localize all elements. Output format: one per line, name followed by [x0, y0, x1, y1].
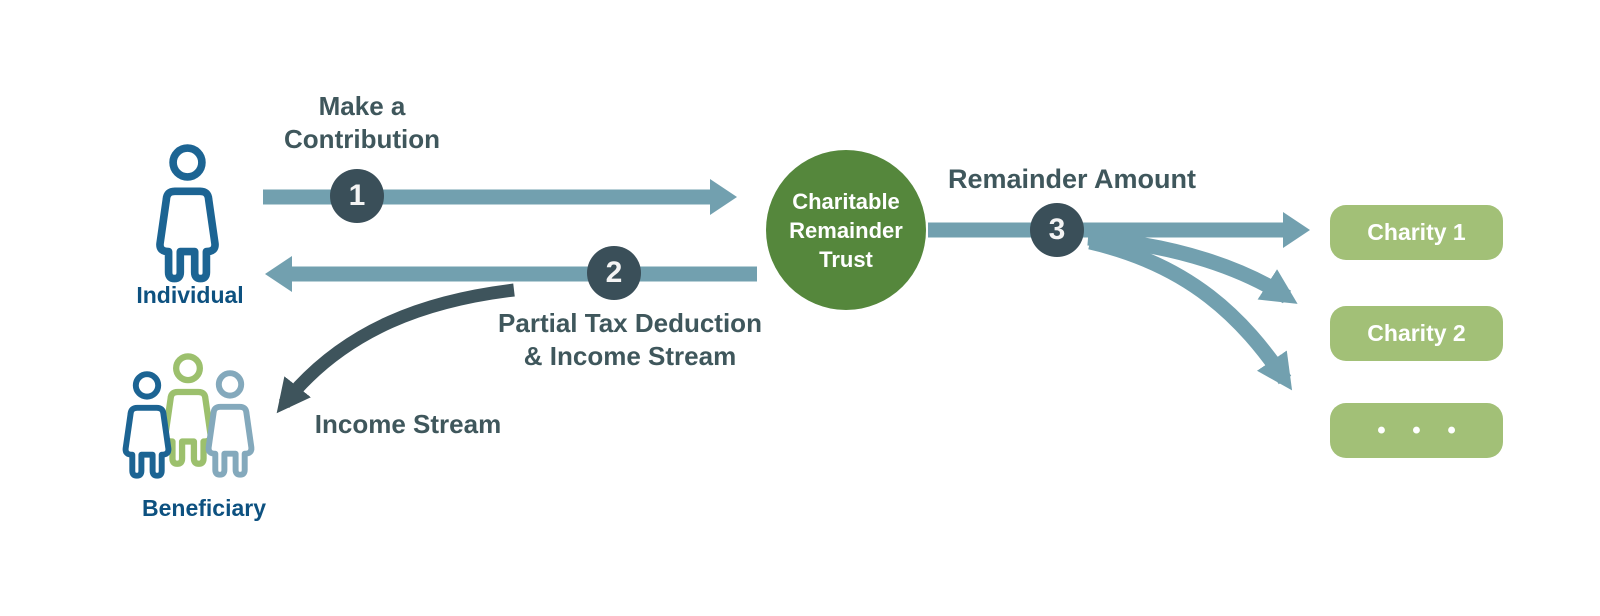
step-2-label-line1: Partial Tax Deduction [498, 308, 762, 338]
beneficiary-right-person-icon [209, 373, 252, 475]
remainder-arrow [928, 212, 1310, 248]
step-1-badge: 1 [330, 169, 384, 223]
charitable-remainder-trust-node: Charitable Remainder Trust [766, 150, 926, 310]
contribution-arrow [263, 179, 737, 215]
remainder-branch-charity2-arrow [1087, 230, 1298, 304]
beneficiary-label: Beneficiary [141, 495, 267, 521]
income-stream-arrow [276, 283, 515, 414]
step-2-label-line2: & Income Stream [523, 341, 737, 371]
charity-more-label: • • • [1377, 416, 1466, 444]
individual-label: Individual [136, 282, 244, 308]
individual-person-icon [160, 148, 215, 279]
step-3-label: Remainder Amount [947, 164, 1197, 194]
trust-line-3: Trust [819, 246, 873, 272]
charity-1-box: Charity 1 [1330, 205, 1503, 260]
charity-1-label: Charity 1 [1367, 219, 1466, 245]
beneficiary-middle-person-icon [165, 356, 210, 463]
step-3-number: 3 [1048, 213, 1066, 246]
trust-line-2: Remainder [789, 217, 903, 243]
step-2-label: Partial Tax Deduction & Income Stream [498, 307, 762, 373]
beneficiary-left-person-icon [126, 374, 169, 476]
tax-deduction-arrow [265, 256, 757, 292]
step-3-badge: 3 [1030, 203, 1084, 257]
trust-line-1: Charitable [792, 188, 900, 214]
step-2-badge: 2 [587, 246, 641, 300]
step-1-label-line1: Make a [318, 91, 406, 121]
step-1-label: Make a Contribution [284, 90, 440, 156]
charity-more-box: • • • [1330, 403, 1503, 458]
step-2-number: 2 [605, 256, 623, 289]
charity-2-box: Charity 2 [1330, 306, 1503, 361]
income-stream-label: Income Stream [314, 409, 502, 439]
step-1-label-line2: Contribution [284, 124, 440, 154]
charity-2-label: Charity 2 [1367, 320, 1466, 346]
remainder-branch-more-arrow [1088, 234, 1293, 391]
step-1-number: 1 [348, 179, 366, 212]
